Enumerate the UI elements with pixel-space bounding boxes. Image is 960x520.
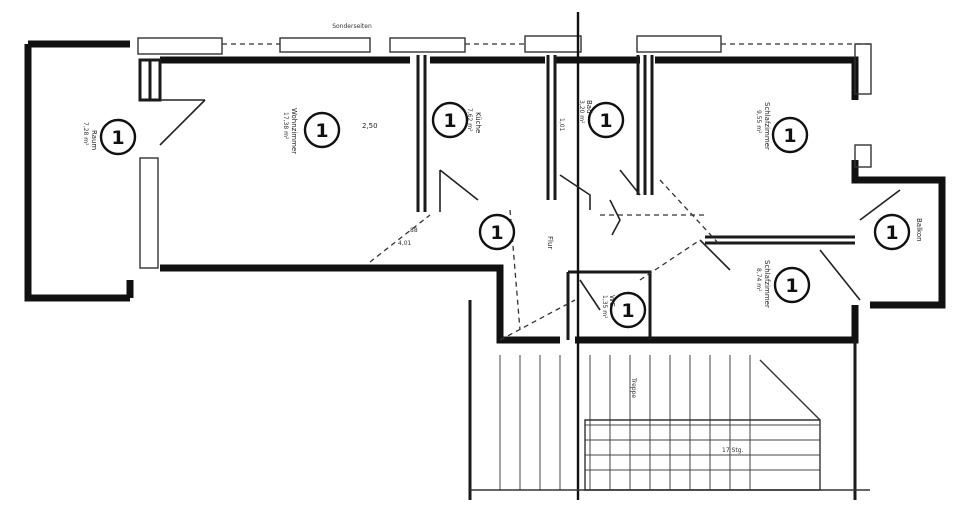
room-name-hall: Flur [546,236,554,249]
room-name-bedroom-2: Schlafzimmer [763,260,771,308]
svg-text:1: 1 [621,300,634,322]
stair-label: Treppe [630,377,637,398]
room-area-living-left: 7,28 m² [82,122,89,146]
circulation-lines [369,179,721,341]
room-area-bedroom-2: 8,74 m² [755,268,762,292]
room-number-bedroom-2: 1 [773,266,811,304]
room-number-balcony: 1 [873,213,911,251]
staircase [470,355,870,491]
svg-text:1: 1 [490,222,503,244]
room-number-kitchen: 1 [431,101,469,139]
svg-text:1: 1 [783,125,796,147]
svg-text:1: 1 [315,120,328,142]
svg-text:1: 1 [785,275,798,297]
room-area-living-main: 17,38 m² [282,112,289,140]
interior-walls [138,12,855,500]
svg-text:1: 1 [599,110,612,132]
room-name-wc: WC [608,295,616,307]
room-area-bedroom-1: 9,55 m² [755,110,762,134]
room-labels: Raum 7,28 m² Wohnzimmer 17,38 m² Küche 7… [82,100,923,319]
room-number-living-left: 1 [99,118,137,156]
door-hall: 88 [410,227,418,234]
dim-hall: 4,01 [398,240,412,247]
outer-walls [24,40,946,500]
room-number-hall: 1 [478,213,516,251]
svg-text:1: 1 [885,222,898,244]
top-label: Sonderseiten [332,23,372,30]
room-name-living-main: Wohnzimmer [290,108,298,154]
annotations: Sonderseiten 2,50 4,01 88 1,01 Treppe 17… [332,23,743,454]
room-name-kitchen: Küche [474,112,482,133]
room-name-bath: Bad [585,100,593,114]
room-number-bath: 1 [587,101,625,139]
svg-text:1: 1 [111,127,124,149]
room-name-bedroom-1: Schlafzimmer [763,102,771,150]
room-area-bath: 3,20 m² [578,100,585,124]
stair-note: 17 Stg. [722,447,744,454]
room-number-living-main: 1 [303,111,341,149]
room-number-bedroom-1: 1 [771,116,809,154]
room-area-kitchen: 7,62 m² [466,108,473,132]
room-number-wc: 1 [609,291,647,329]
top-windows [137,35,872,168]
ceiling-height: 2,50 [362,122,378,130]
room-name-living-left: Raum [90,130,98,150]
room-area-wc: 1,35 m² [601,295,608,319]
svg-text:1: 1 [443,110,456,132]
door-swings [159,99,901,311]
door-top: 1,01 [558,118,565,132]
room-name-balcony: Balkon [915,218,923,242]
